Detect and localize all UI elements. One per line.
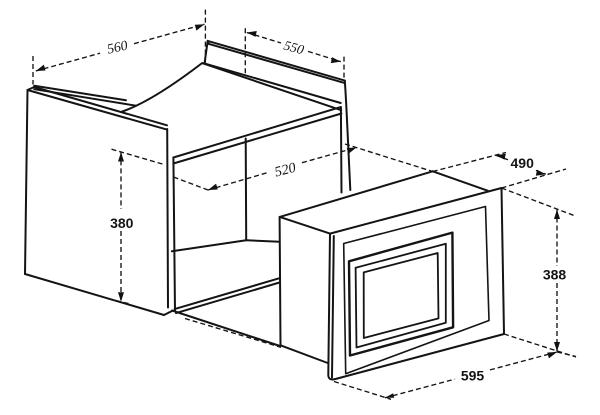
svg-text:560: 560	[105, 37, 129, 56]
svg-text:550: 550	[282, 38, 306, 58]
svg-text:595: 595	[461, 367, 485, 383]
svg-text:380: 380	[110, 215, 134, 231]
svg-text:388: 388	[543, 267, 567, 283]
svg-text:520: 520	[273, 160, 298, 181]
svg-text:490: 490	[511, 155, 535, 171]
